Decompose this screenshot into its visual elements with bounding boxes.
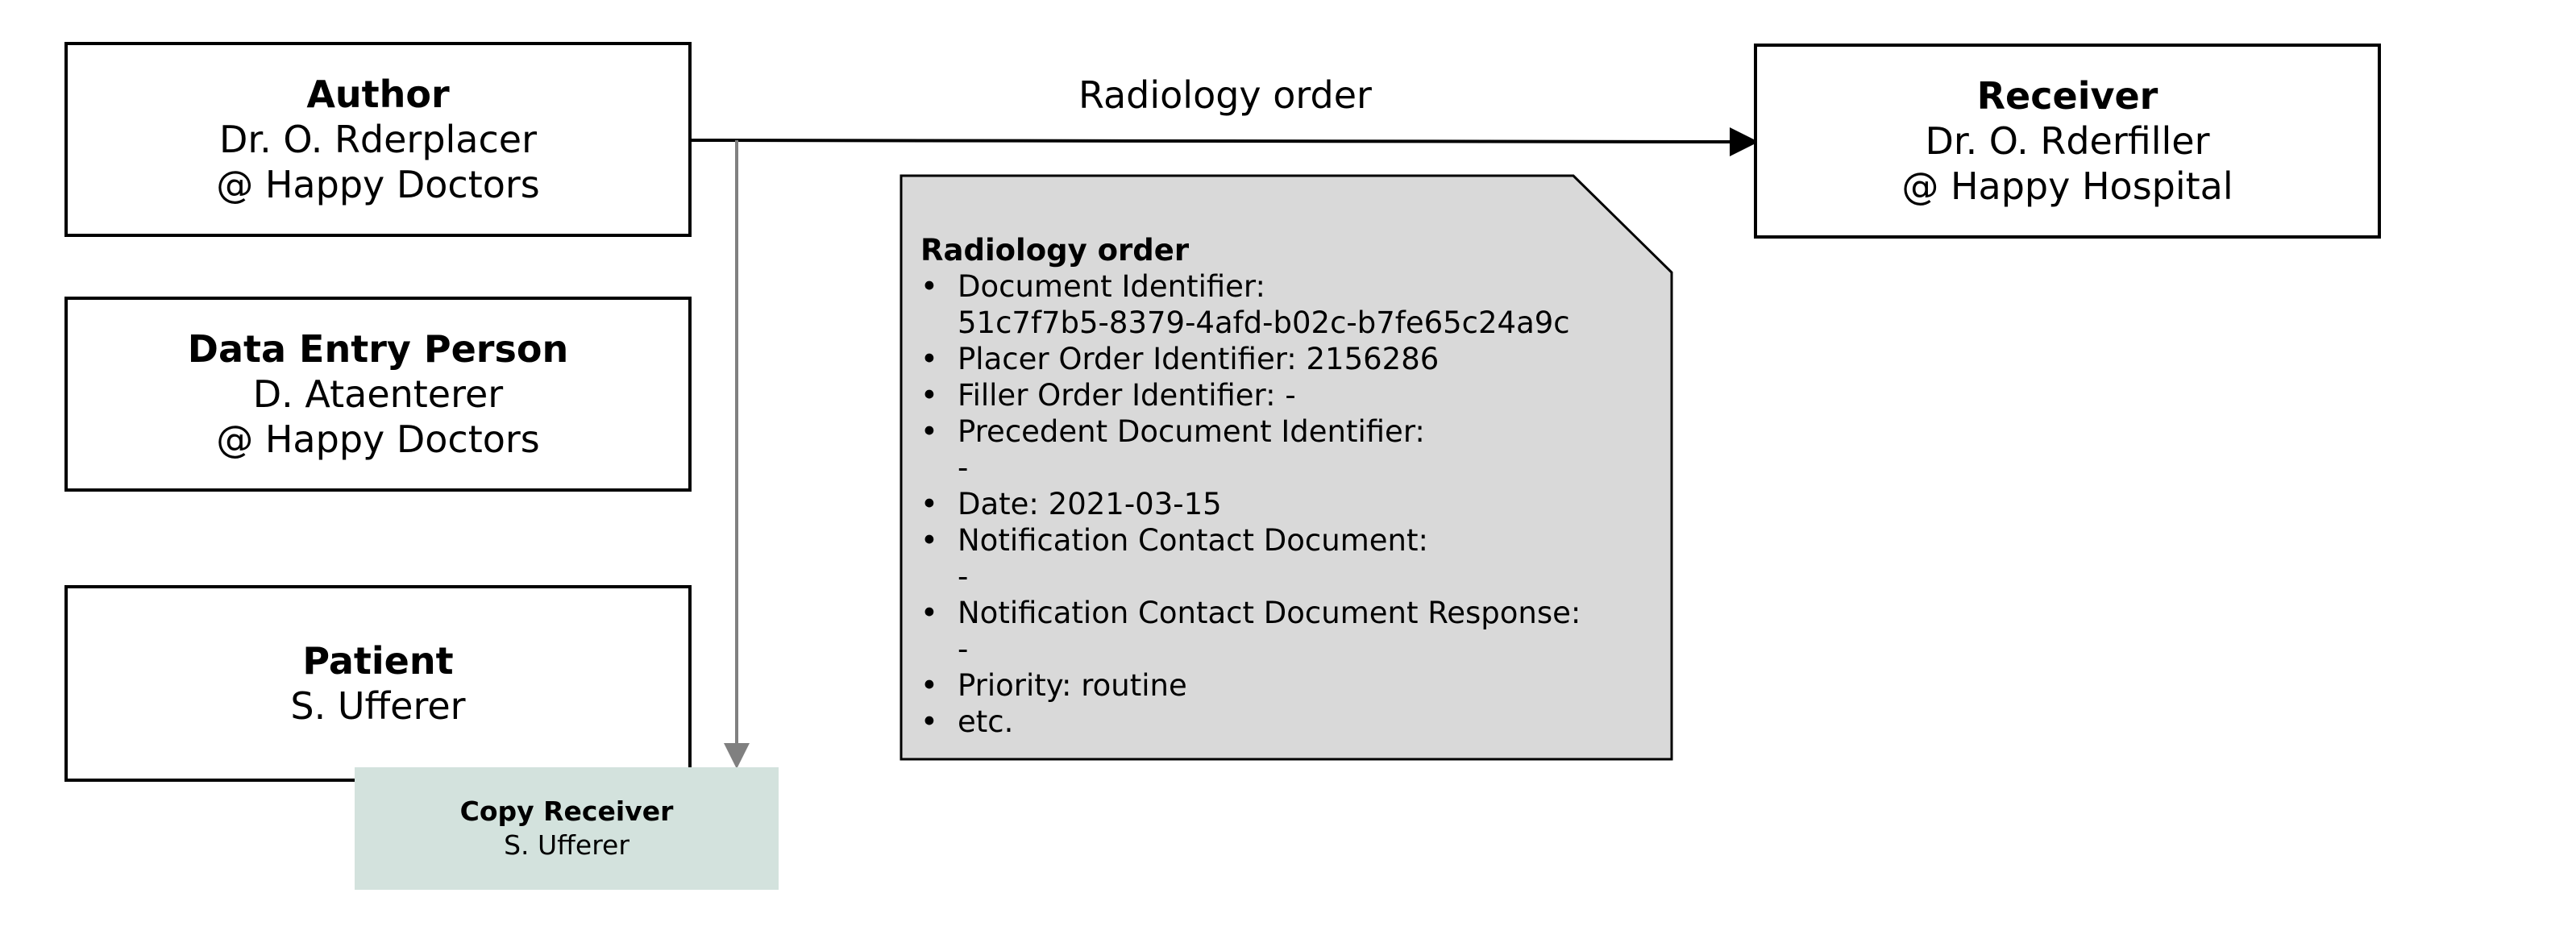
order-arrow-label: Radiology order (1078, 73, 1372, 117)
author-name: Dr. O. Rderplacer (219, 118, 537, 161)
document-item: Document Identifier:51c7f7b5-8379-4afd-b… (920, 268, 1646, 341)
data-entry-box: Data Entry Person D. Ataenterer @ Happy … (64, 297, 692, 492)
document-item-label: Notification Contact Document Response: (958, 596, 1581, 630)
document-item-label: Notification Contact Document: (958, 523, 1428, 558)
order-arrow-head (1730, 127, 1759, 156)
copy-receiver-title: Copy Receiver (459, 795, 674, 827)
patient-title: Patient (302, 639, 454, 683)
document-item: etc. (920, 704, 1646, 740)
receiver-org: @ Happy Hospital (1901, 164, 2233, 208)
document-items: Document Identifier:51c7f7b5-8379-4afd-b… (920, 268, 1646, 740)
document-item-label: Filler Order Identifier: - (958, 378, 1296, 413)
patient-name: S. Ufferer (290, 684, 466, 728)
document-item-label: Placer Order Identifier: 2156286 (958, 342, 1440, 376)
copy-receiver-name: S. Ufferer (504, 829, 629, 861)
document-item: Filler Order Identifier: - (920, 377, 1646, 413)
document-item: Date: 2021-03-15 (920, 486, 1646, 522)
document-item: Notification Contact Document:- (920, 522, 1646, 595)
document-item: Priority: routine (920, 667, 1646, 704)
receiver-name: Dr. O. Rderfiller (1925, 119, 2210, 163)
document-item-label: Precedent Document Identifier: (958, 414, 1425, 449)
document-item: Placer Order Identifier: 2156286 (920, 341, 1646, 377)
document-item-label: Document Identifier: (958, 269, 1265, 304)
document-item-value: - (958, 632, 969, 667)
copy-receiver-box: Copy Receiver S. Ufferer (355, 767, 779, 890)
receiver-title: Receiver (1976, 74, 2158, 118)
copy-arrow-head (724, 743, 750, 769)
data-entry-title: Data Entry Person (187, 327, 569, 371)
author-title: Author (306, 73, 450, 116)
patient-box: Patient S. Ufferer (64, 585, 692, 782)
receiver-box: Receiver Dr. O. Rderfiller @ Happy Hospi… (1754, 44, 2381, 239)
author-org: @ Happy Doctors (216, 163, 540, 206)
document-item-value: 51c7f7b5-8379-4afd-b02c-b7fe65c24a9c (958, 305, 1570, 340)
author-box: Author Dr. O. Rderplacer @ Happy Doctors (64, 42, 692, 237)
document-item: Notification Contact Document Response:- (920, 595, 1646, 667)
data-entry-org: @ Happy Doctors (216, 417, 540, 461)
document-item-label: Date: 2021-03-15 (958, 487, 1222, 521)
document-content: Radiology order Document Identifier:51c7… (920, 232, 1646, 740)
document-title: Radiology order (920, 233, 1190, 268)
order-arrow-line (691, 139, 1730, 143)
document-item-label: etc. (958, 704, 1014, 739)
document-item-value: - (958, 451, 969, 485)
document-item: Precedent Document Identifier:- (920, 413, 1646, 486)
document-item-value: - (958, 559, 969, 594)
data-entry-name: D. Ataenterer (252, 372, 504, 416)
document-item-label: Priority: routine (958, 668, 1187, 703)
